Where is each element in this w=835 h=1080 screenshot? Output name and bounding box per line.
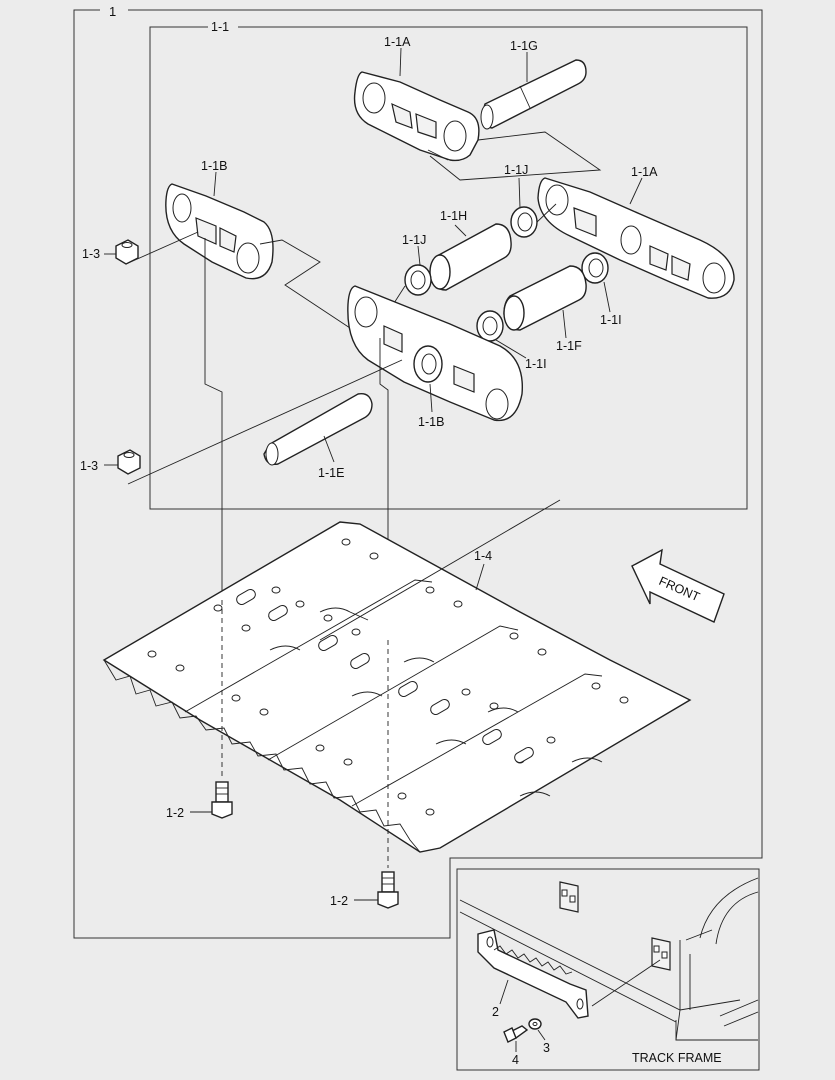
label-guard-bolt: 4 [512,1053,519,1067]
front-arrow: FRONT [631,548,725,623]
assembly-boundary [73,9,763,939]
label-bolt-left: 1-2 [166,806,184,820]
seal-1-1i-right [581,252,609,284]
link-1-1a-top [353,71,480,162]
nut-1-3-lower [117,449,141,475]
label-seal-i-right: 1-1I [600,313,622,327]
link-1-1b-center [347,285,524,422]
seal-1-1j-left [404,264,432,296]
label-link-b-center: 1-1B [418,415,444,429]
bushing-1-1h [429,223,512,291]
label-link-b-left: 1-1B [201,159,227,173]
label-seal-i-center: 1-1I [525,357,547,371]
label-nut-lower: 1-3 [80,459,98,473]
label-washer: 3 [543,1041,550,1055]
washer-3 [528,1018,542,1030]
guard-2 [477,929,589,1019]
label-bushing-h: 1-1H [440,209,467,223]
label-bolt-right: 1-2 [330,894,348,908]
bolt-1-2-right [377,871,399,909]
label-pin-g: 1-1G [510,39,538,53]
bushing-1-1f [503,265,587,331]
label-assembly: 1 [109,4,116,19]
seal-1-1i-center [476,310,504,342]
inset-caption: TRACK FRAME [632,1051,722,1065]
label-link-assembly: 1-1 [211,20,229,34]
label-seal-j-right: 1-1J [504,163,528,177]
label-bushing-f: 1-1F [556,339,582,353]
label-guard: 2 [492,1005,499,1019]
nut-1-3-upper [115,239,139,265]
pin-1-1g [480,59,587,130]
bolt-1-2-left [211,781,233,819]
label-seal-j-left: 1-1J [402,233,426,247]
label-nut-upper: 1-3 [82,247,100,261]
label-pin-e: 1-1E [318,466,344,480]
label-shoe: 1-4 [474,549,492,563]
link-1-1b-left [165,183,274,280]
track-frame-inset [456,868,760,1071]
link-assembly-boundary [149,26,748,510]
pin-1-1e [263,393,373,466]
seal-1-1j-right [510,206,538,238]
label-link-a-top: 1-1A [384,35,411,49]
guard-bolt-4 [503,1025,529,1043]
label-link-a-right: 1-1A [631,165,658,179]
shoe-plates-1-4 [102,499,692,853]
link-1-1a-right [537,177,735,299]
